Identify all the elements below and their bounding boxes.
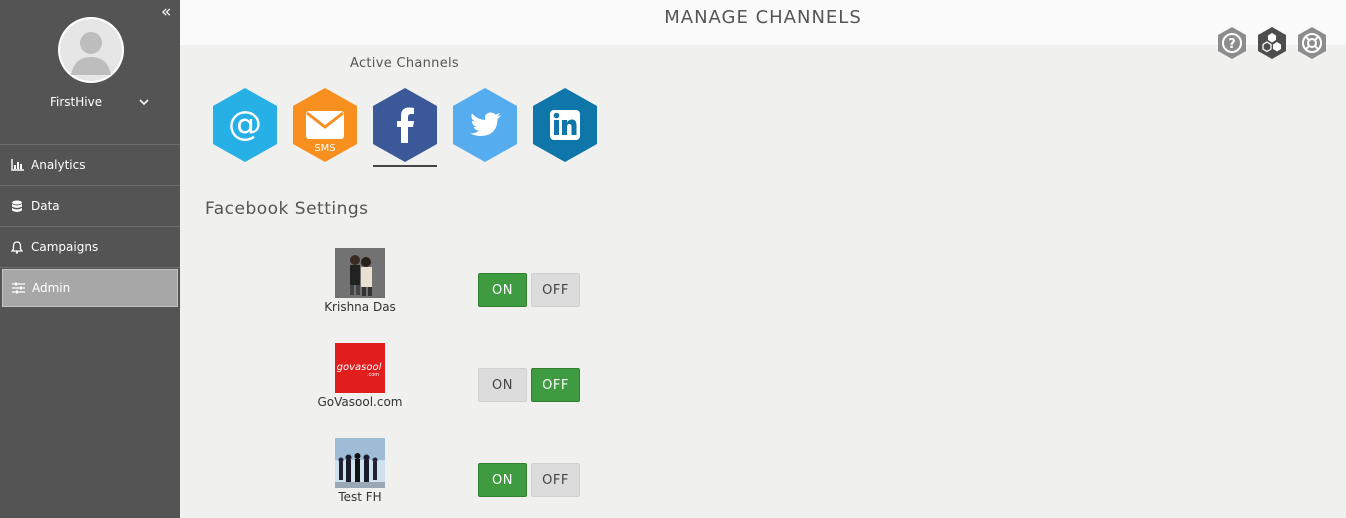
header: MANAGE CHANNELS <box>180 0 1346 45</box>
settings-title: Facebook Settings <box>205 199 369 219</box>
account-photo <box>335 438 385 488</box>
support-icon[interactable] <box>1296 26 1328 60</box>
selected-channel-indicator <box>373 165 437 167</box>
user-menu[interactable]: FirstHive <box>0 94 180 112</box>
on-button[interactable]: ON <box>478 463 527 497</box>
facebook-icon <box>397 107 414 143</box>
hive-logo-icon[interactable] <box>1256 26 1288 60</box>
sidebar-item-analytics[interactable]: Analytics <box>0 145 180 186</box>
channel-linkedin-button[interactable] <box>532 87 598 163</box>
database-icon <box>11 200 31 213</box>
channel-twitter-button[interactable] <box>452 87 518 163</box>
sidebar-item-data[interactable]: Data <box>0 186 180 227</box>
sidebar-item-label: Admin <box>32 281 71 295</box>
active-channels-label: Active Channels <box>350 56 459 71</box>
account-item: Test FH <box>300 438 420 504</box>
avatar <box>58 17 124 83</box>
help-icon[interactable]: ? <box>1216 26 1248 60</box>
account-toggle: ON OFF <box>478 463 580 497</box>
account-toggle: ON OFF <box>478 368 580 402</box>
svg-text:.com: .com <box>367 372 379 378</box>
on-button[interactable]: ON <box>478 273 527 307</box>
linkedin-icon <box>550 110 580 140</box>
account-name: Test FH <box>338 490 382 504</box>
twitter-icon <box>470 112 501 136</box>
user-name: FirstHive <box>50 95 103 109</box>
account-toggle: ON OFF <box>478 273 580 307</box>
svg-text:SMS: SMS <box>314 143 335 154</box>
sidebar-item-label: Campaigns <box>31 240 99 254</box>
sidebar-item-campaigns[interactable]: Campaigns <box>0 227 180 268</box>
svg-text:govasool: govasool <box>337 362 382 373</box>
sidebar-item-label: Data <box>31 199 60 213</box>
sidebar-item-label: Analytics <box>31 158 86 172</box>
channel-facebook-button[interactable] <box>372 87 438 163</box>
at-icon: @ <box>228 104 262 144</box>
sidebar-item-admin[interactable]: Admin <box>2 269 178 307</box>
page-title: MANAGE CHANNELS <box>664 7 862 28</box>
account-name: GoVasool.com <box>317 395 403 409</box>
off-button[interactable]: OFF <box>531 273 580 307</box>
svg-text:?: ? <box>1228 37 1236 52</box>
govasool-logo: govasool .com <box>335 343 385 393</box>
account-name: Krishna Das <box>324 300 396 314</box>
chevron-down-icon <box>139 94 149 113</box>
bell-icon <box>11 240 31 254</box>
off-button[interactable]: OFF <box>531 463 580 497</box>
on-button[interactable]: ON <box>478 368 527 402</box>
off-button[interactable]: OFF <box>531 368 580 402</box>
account-item: govasool .com GoVasool.com <box>300 343 420 409</box>
collapse-sidebar-icon[interactable]: « <box>161 2 172 22</box>
envelope-sms-icon <box>306 111 344 139</box>
account-photo <box>335 248 385 298</box>
bar-chart-icon <box>11 159 31 171</box>
sidebar-nav: Analytics Data Campaigns Admin <box>0 144 180 308</box>
channel-email-button[interactable]: @ <box>212 87 278 163</box>
top-icons: ? <box>1216 26 1328 60</box>
account-item: Krishna Das <box>300 248 420 314</box>
sidebar: « FirstHive Analytics Data <box>0 0 180 518</box>
sliders-icon <box>12 282 32 294</box>
channel-sms-button[interactable]: SMS <box>292 87 358 163</box>
